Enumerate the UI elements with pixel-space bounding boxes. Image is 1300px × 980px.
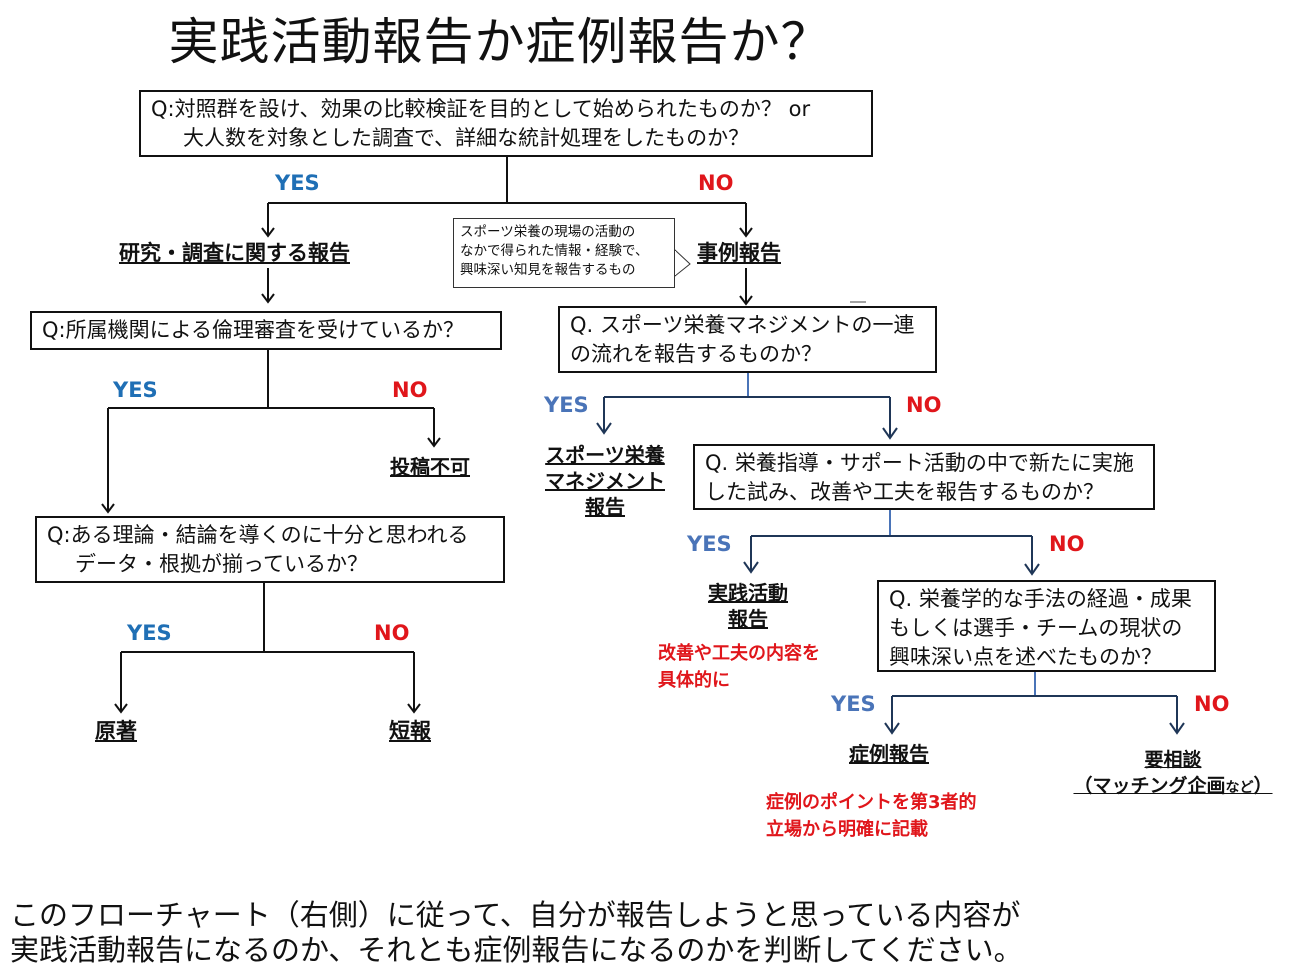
- practice-report-note: 改善や工夫の内容を 具体的に: [658, 640, 820, 694]
- outcome-not-accepted: 投稿不可: [390, 455, 470, 479]
- q2-yes-label: YES: [113, 378, 158, 402]
- consult-suffix: など: [1225, 780, 1254, 796]
- q1-yes-label: YES: [275, 171, 320, 195]
- outcome-consult: 要相談 （マッチング企画など）: [1060, 747, 1286, 801]
- case-study-note-line-1: 症例のポイントを第3者的: [766, 792, 977, 813]
- footer-instructions: このフローチャート（右側）に従って、自分が報告しようと思っている内容が 実践活動…: [10, 898, 1023, 968]
- q4-yes-label: YES: [544, 393, 589, 417]
- q1-no-label: NO: [698, 171, 734, 195]
- question-1-box: Q:対照群を設け、効果の比較検証を目的として始められたものか？ or 大人数を対…: [139, 90, 873, 157]
- case-study-note: 症例のポイントを第3者的 立場から明確に記載: [766, 789, 977, 843]
- sports-management-line-3: 報告: [585, 495, 625, 519]
- question-5-line-2: した試み、改善や工夫を報告するものか？: [705, 480, 1104, 504]
- question-6-line-1: Q. 栄養学的な手法の経過・成果: [889, 587, 1192, 611]
- sports-management-line-1: スポーツ栄養: [545, 443, 665, 467]
- question-6-line-2: もしくは選手・チームの現状の: [889, 616, 1183, 640]
- consult-line-1: 要相談: [1144, 749, 1202, 771]
- case-study-note-line-2: 立場から明確に記載: [766, 819, 928, 840]
- q4-no-label: NO: [906, 393, 942, 417]
- consult-line-2-main: （マッチング企画など）: [1073, 775, 1273, 797]
- outcome-sports-management-report: スポーツ栄養 マネジメント 報告: [540, 442, 670, 520]
- q3-no-label: NO: [374, 621, 410, 645]
- consult-line-2: （マッチング企画など）: [1060, 773, 1286, 801]
- q3-yes-label: YES: [127, 621, 172, 645]
- q6-no-label: NO: [1194, 692, 1230, 716]
- question-5-line-1: Q. 栄養指導・サポート活動の中で新たに実施: [705, 451, 1134, 475]
- q5-no-label: NO: [1049, 532, 1085, 556]
- outcome-research-report: 研究・調査に関する報告: [119, 241, 350, 265]
- footer-line-1: このフローチャート（右側）に従って、自分が報告しようと思っている内容が: [10, 898, 1021, 932]
- outcome-short-report: 短報: [389, 719, 431, 743]
- callout-line-1: スポーツ栄養の現場の活動の: [460, 224, 636, 240]
- q6-yes-label: YES: [831, 692, 876, 716]
- footer-line-2: 実践活動報告になるのか、それとも症例報告になるのかを判断してください。: [10, 933, 1023, 967]
- outcome-practice-report: 実践活動 報告: [690, 580, 806, 632]
- question-5-box: Q. 栄養指導・サポート活動の中で新たに実施 した試み、改善や工夫を報告するもの…: [693, 444, 1155, 510]
- question-6-box: Q. 栄養学的な手法の経過・成果 もしくは選手・チームの現状の 興味深い点を述べ…: [877, 580, 1216, 672]
- question-4-line-2: の流れを報告するものか？: [570, 342, 822, 366]
- case-report-callout: スポーツ栄養の現場の活動の なかで得られた情報・経験で、 興味深い知見を報告する…: [453, 218, 675, 288]
- question-3-box: Q:ある理論・結論を導くのに十分と思われる データ・根拠が揃っているか？: [35, 516, 505, 583]
- question-1-line-2: 大人数を対象とした調査で、詳細な統計処理をしたものか？: [183, 126, 750, 150]
- question-2-line-1: Q:所属機関による倫理審査を受けているか？: [42, 318, 464, 342]
- question-3-line-1: Q:ある理論・結論を導くのに十分と思われる: [47, 523, 469, 547]
- question-2-box: Q:所属機関による倫理審査を受けているか？: [30, 311, 502, 350]
- page-title: 実践活動報告か症例報告か？: [168, 13, 832, 71]
- question-6-line-3: 興味深い点を述べたものか？: [889, 645, 1162, 669]
- question-4-line-1: Q. スポーツ栄養マネジメントの一連: [570, 313, 915, 337]
- practice-report-line-1: 実践活動: [708, 581, 788, 605]
- callout-line-3: 興味深い知見を報告するもの: [460, 262, 636, 278]
- outcome-case-study-report: 症例報告: [849, 742, 929, 766]
- practice-note-line-2: 具体的に: [658, 670, 730, 691]
- practice-report-line-2: 報告: [728, 607, 768, 631]
- outcome-case-report: 事例報告: [697, 241, 781, 265]
- question-1-line-1: Q:対照群を設け、効果の比較検証を目的として始められたものか？ or: [151, 97, 811, 121]
- q2-no-label: NO: [392, 378, 428, 402]
- callout-line-2: なかで得られた情報・経験で、: [460, 243, 649, 259]
- question-3-line-2: データ・根拠が揃っているか？: [75, 552, 368, 576]
- outcome-original-article: 原著: [95, 719, 137, 743]
- question-4-box: Q. スポーツ栄養マネジメントの一連 の流れを報告するものか？: [558, 306, 937, 373]
- q5-yes-label: YES: [687, 532, 732, 556]
- practice-note-line-1: 改善や工夫の内容を: [658, 643, 820, 664]
- sports-management-line-2: マネジメント: [545, 469, 665, 493]
